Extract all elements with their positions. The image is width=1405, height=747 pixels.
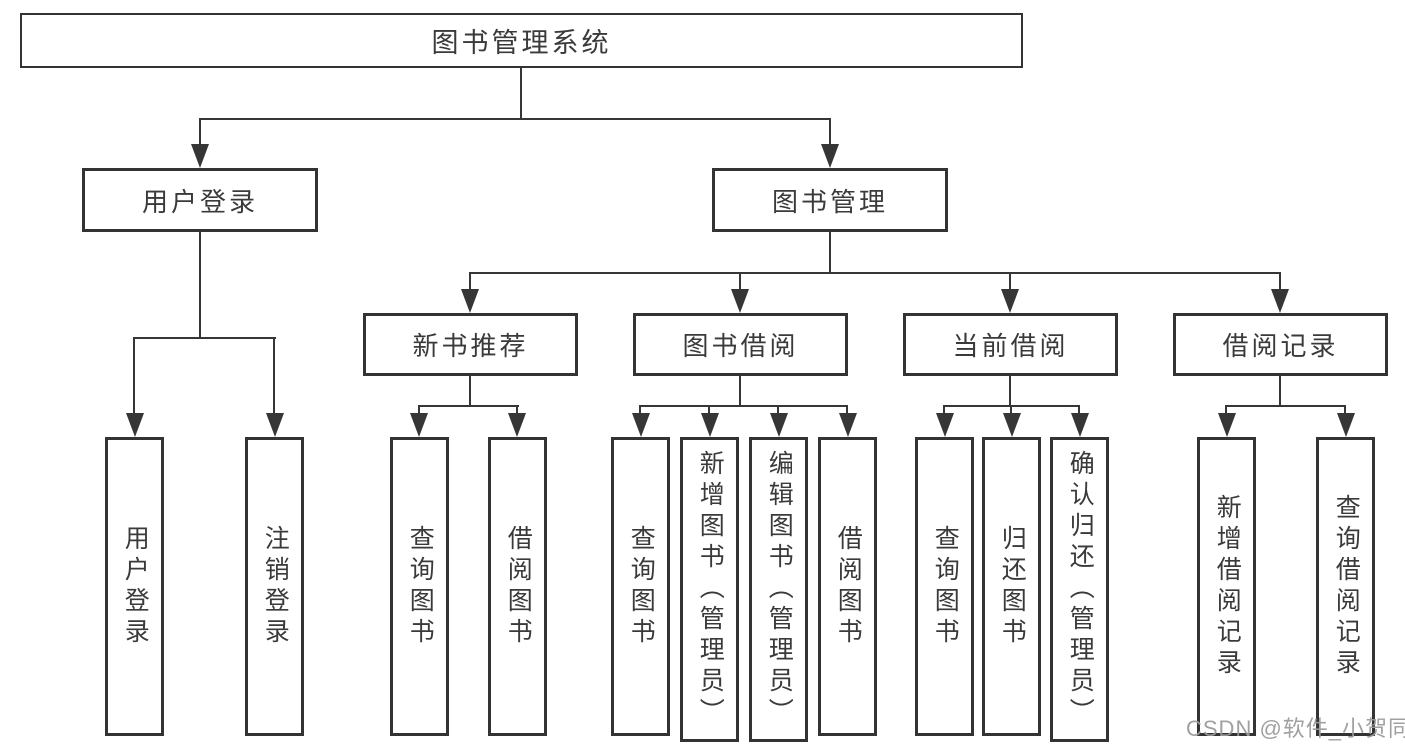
connector-line	[273, 337, 275, 415]
node-current-borrow: 当前借阅	[903, 313, 1118, 376]
connector-line	[1279, 376, 1281, 407]
node-book-management: 图书管理	[712, 168, 948, 232]
connector-line	[777, 405, 779, 417]
leaf-label: 借阅图书	[504, 524, 533, 649]
node-label: 用户登录	[141, 186, 258, 217]
connector-line	[639, 405, 848, 407]
leaf-search-book-borrow: 查询图书	[611, 437, 670, 736]
leaf-label: 编辑图书（管理员）	[765, 450, 794, 729]
arrowhead-down-icon	[936, 413, 954, 437]
leaf-label: 查询借阅记录	[1332, 493, 1361, 680]
connector-line	[418, 405, 420, 417]
leaf-label: 新增图书（管理员）	[696, 450, 725, 729]
leaf-borrow-book-recommend: 借阅图书	[488, 437, 547, 736]
arrowhead-down-icon	[821, 144, 839, 168]
connector-line	[1225, 405, 1346, 407]
connector-line	[520, 68, 522, 119]
arrowhead-down-icon	[1271, 289, 1289, 313]
node-borrow-records: 借阅记录	[1173, 313, 1388, 376]
leaf-label: 用户登录	[121, 524, 150, 649]
leaf-label: 归还图书	[998, 524, 1027, 649]
connector-line	[199, 118, 831, 120]
node-label: 图书管理	[771, 186, 888, 217]
arrowhead-down-icon	[1003, 413, 1021, 437]
arrowhead-down-icon	[632, 413, 650, 437]
connector-line	[199, 118, 201, 146]
connector-line	[1078, 405, 1080, 417]
leaf-label: 查询图书	[406, 524, 435, 649]
arrowhead-down-icon	[731, 289, 749, 313]
node-new-book-recommend: 新书推荐	[363, 313, 578, 376]
connector-line	[1010, 405, 1012, 417]
connector-line	[1009, 376, 1011, 407]
node-label: 图书借阅	[682, 331, 799, 361]
node-library-management-system: 图书管理系统	[20, 13, 1023, 68]
arrowhead-down-icon	[126, 413, 144, 437]
leaf-logout: 注销登录	[245, 437, 304, 736]
arrowhead-down-icon	[770, 413, 788, 437]
leaf-add-book-admin: 新增图书（管理员）	[680, 437, 739, 742]
leaf-label: 注销登录	[261, 524, 290, 649]
leaf-confirm-return-admin: 确认归还（管理员）	[1050, 437, 1109, 742]
arrowhead-down-icon	[839, 413, 857, 437]
connector-line	[133, 337, 276, 339]
arrowhead-down-icon	[191, 144, 209, 168]
arrowhead-down-icon	[508, 413, 526, 437]
connector-line	[739, 376, 741, 407]
connector-line	[639, 405, 641, 417]
leaf-user-login: 用户登录	[105, 437, 164, 736]
connector-line	[943, 405, 945, 417]
leaf-label: 查询图书	[931, 524, 960, 649]
leaf-label: 新增借阅记录	[1213, 493, 1242, 680]
leaf-search-borrow-record: 查询借阅记录	[1316, 437, 1375, 736]
arrowhead-down-icon	[1337, 413, 1355, 437]
csdn-watermark: CSDN @软件_小贺同学	[1186, 716, 1405, 741]
connector-line	[469, 272, 1281, 274]
connector-line	[846, 405, 848, 417]
connector-line	[708, 405, 710, 417]
connector-line	[199, 232, 201, 339]
connector-line	[829, 232, 831, 273]
arrowhead-down-icon	[701, 413, 719, 437]
leaf-search-book-current: 查询图书	[915, 437, 974, 736]
connector-line	[133, 337, 135, 415]
connector-line	[1009, 272, 1011, 291]
connector-line	[1225, 405, 1227, 417]
arrowhead-down-icon	[1071, 413, 1089, 437]
leaf-add-borrow-record: 新增借阅记录	[1197, 437, 1256, 736]
leaf-label: 借阅图书	[834, 524, 863, 649]
node-label: 当前借阅	[952, 331, 1069, 361]
leaf-label: 查询图书	[627, 524, 656, 649]
arrowhead-down-icon	[1218, 413, 1236, 437]
arrowhead-down-icon	[461, 289, 479, 313]
connector-line	[1344, 405, 1346, 417]
node-label: 图书管理系统	[431, 28, 612, 58]
connector-line	[469, 376, 471, 407]
leaf-borrow-book: 借阅图书	[818, 437, 877, 736]
leaf-return-book: 归还图书	[982, 437, 1041, 736]
leaf-search-book-recommend: 查询图书	[390, 437, 449, 736]
connector-line	[739, 272, 741, 291]
arrowhead-down-icon	[410, 413, 428, 437]
connector-line	[829, 118, 831, 146]
connector-line	[469, 272, 471, 291]
arrowhead-down-icon	[266, 413, 284, 437]
connector-line	[1279, 272, 1281, 291]
node-book-borrow: 图书借阅	[633, 313, 848, 376]
arrowhead-down-icon	[1001, 289, 1019, 313]
connector-line	[418, 405, 519, 407]
connector-line	[516, 405, 518, 417]
leaf-label: 确认归还（管理员）	[1066, 450, 1095, 729]
leaf-edit-book-admin: 编辑图书（管理员）	[749, 437, 808, 742]
node-user-login: 用户登录	[82, 168, 318, 232]
node-label: 借阅记录	[1222, 331, 1339, 361]
node-label: 新书推荐	[412, 331, 529, 361]
